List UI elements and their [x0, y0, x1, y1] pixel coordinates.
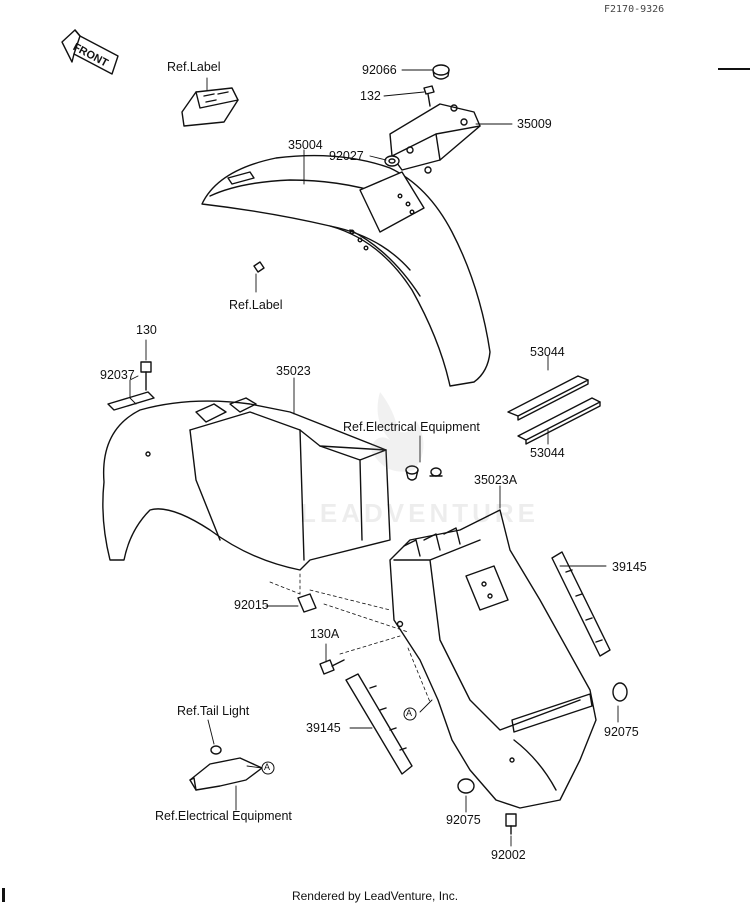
bolt-130A-icon [319, 659, 345, 675]
ref-a-letter-right: A [406, 708, 413, 718]
electrical-grommet-icon [405, 465, 443, 481]
callout-53044-upper[interactable]: 53044 [530, 345, 565, 359]
ref-a-circle-right [403, 707, 417, 721]
inner-fender-35023A-icon [389, 509, 597, 809]
callout-53044-lower[interactable]: 53044 [530, 446, 565, 460]
clip-92015-icon [297, 593, 317, 613]
callout-130A[interactable]: 130A [310, 627, 340, 641]
drawing-code: F2170-9326 [604, 4, 665, 15]
callout-ref-tail-light[interactable]: Ref.Tail Light [177, 704, 250, 718]
callout-92066[interactable]: 92066 [362, 63, 397, 77]
watermark-icon [370, 392, 424, 472]
strip-39145-right-icon [551, 551, 611, 657]
callout-92037[interactable]: 92037 [100, 368, 135, 382]
strip-92037-icon [107, 391, 155, 411]
strip-53044-icon [507, 375, 601, 445]
callout-130[interactable]: 130 [136, 323, 157, 337]
front-fender-35004-icon [201, 154, 491, 387]
callout-ref-electrical-top[interactable]: Ref.Electrical Equipment [343, 420, 480, 434]
bolt-130-icon [140, 361, 152, 391]
callout-39145-left[interactable]: 39145 [306, 721, 341, 735]
left-edge-tick [2, 888, 5, 902]
label-part-icon [181, 87, 239, 127]
front-arrow-icon [61, 29, 119, 75]
callout-ref-label-mid[interactable]: Ref.Label [229, 298, 283, 312]
rear-fender-35023-icon [102, 397, 391, 571]
callout-39145-right[interactable]: 39145 [612, 560, 647, 574]
ref-a-letter-left: A [264, 762, 271, 772]
label-small-icon [253, 261, 265, 273]
bracket-35009-icon [389, 103, 481, 174]
cap-92075-right-icon [612, 682, 628, 702]
callout-35023[interactable]: 35023 [276, 364, 311, 378]
callout-35004[interactable]: 35004 [288, 138, 323, 152]
cap-92075-bottom-icon [457, 778, 475, 794]
bolt-132-icon [423, 85, 435, 107]
footer-credit: Rendered by LeadVenture, Inc. [291, 889, 459, 903]
bolt-92002-icon [505, 813, 517, 835]
callout-92002[interactable]: 92002 [491, 848, 526, 862]
watermark-text: LEADVENTURE [300, 498, 540, 528]
callout-35009[interactable]: 35009 [517, 117, 552, 131]
right-edge-rule [718, 68, 750, 70]
callout-ref-electrical-bottom[interactable]: Ref.Electrical Equipment [155, 809, 292, 823]
ref-a-circle-left [261, 761, 275, 775]
callout-92075-bottom[interactable]: 92075 [446, 813, 481, 827]
grommet-92027-icon [384, 155, 400, 167]
callout-92015[interactable]: 92015 [234, 598, 269, 612]
callout-92075-right[interactable]: 92075 [604, 725, 639, 739]
callout-132[interactable]: 132 [360, 89, 381, 103]
cap-92066-icon [432, 64, 450, 80]
tail-light-bracket-icon [189, 745, 263, 791]
callout-35023A[interactable]: 35023A [474, 473, 518, 487]
callout-92027[interactable]: 92027 [329, 149, 364, 163]
strip-39145-left-icon [345, 673, 413, 775]
callout-ref-label-top[interactable]: Ref.Label [167, 60, 221, 74]
